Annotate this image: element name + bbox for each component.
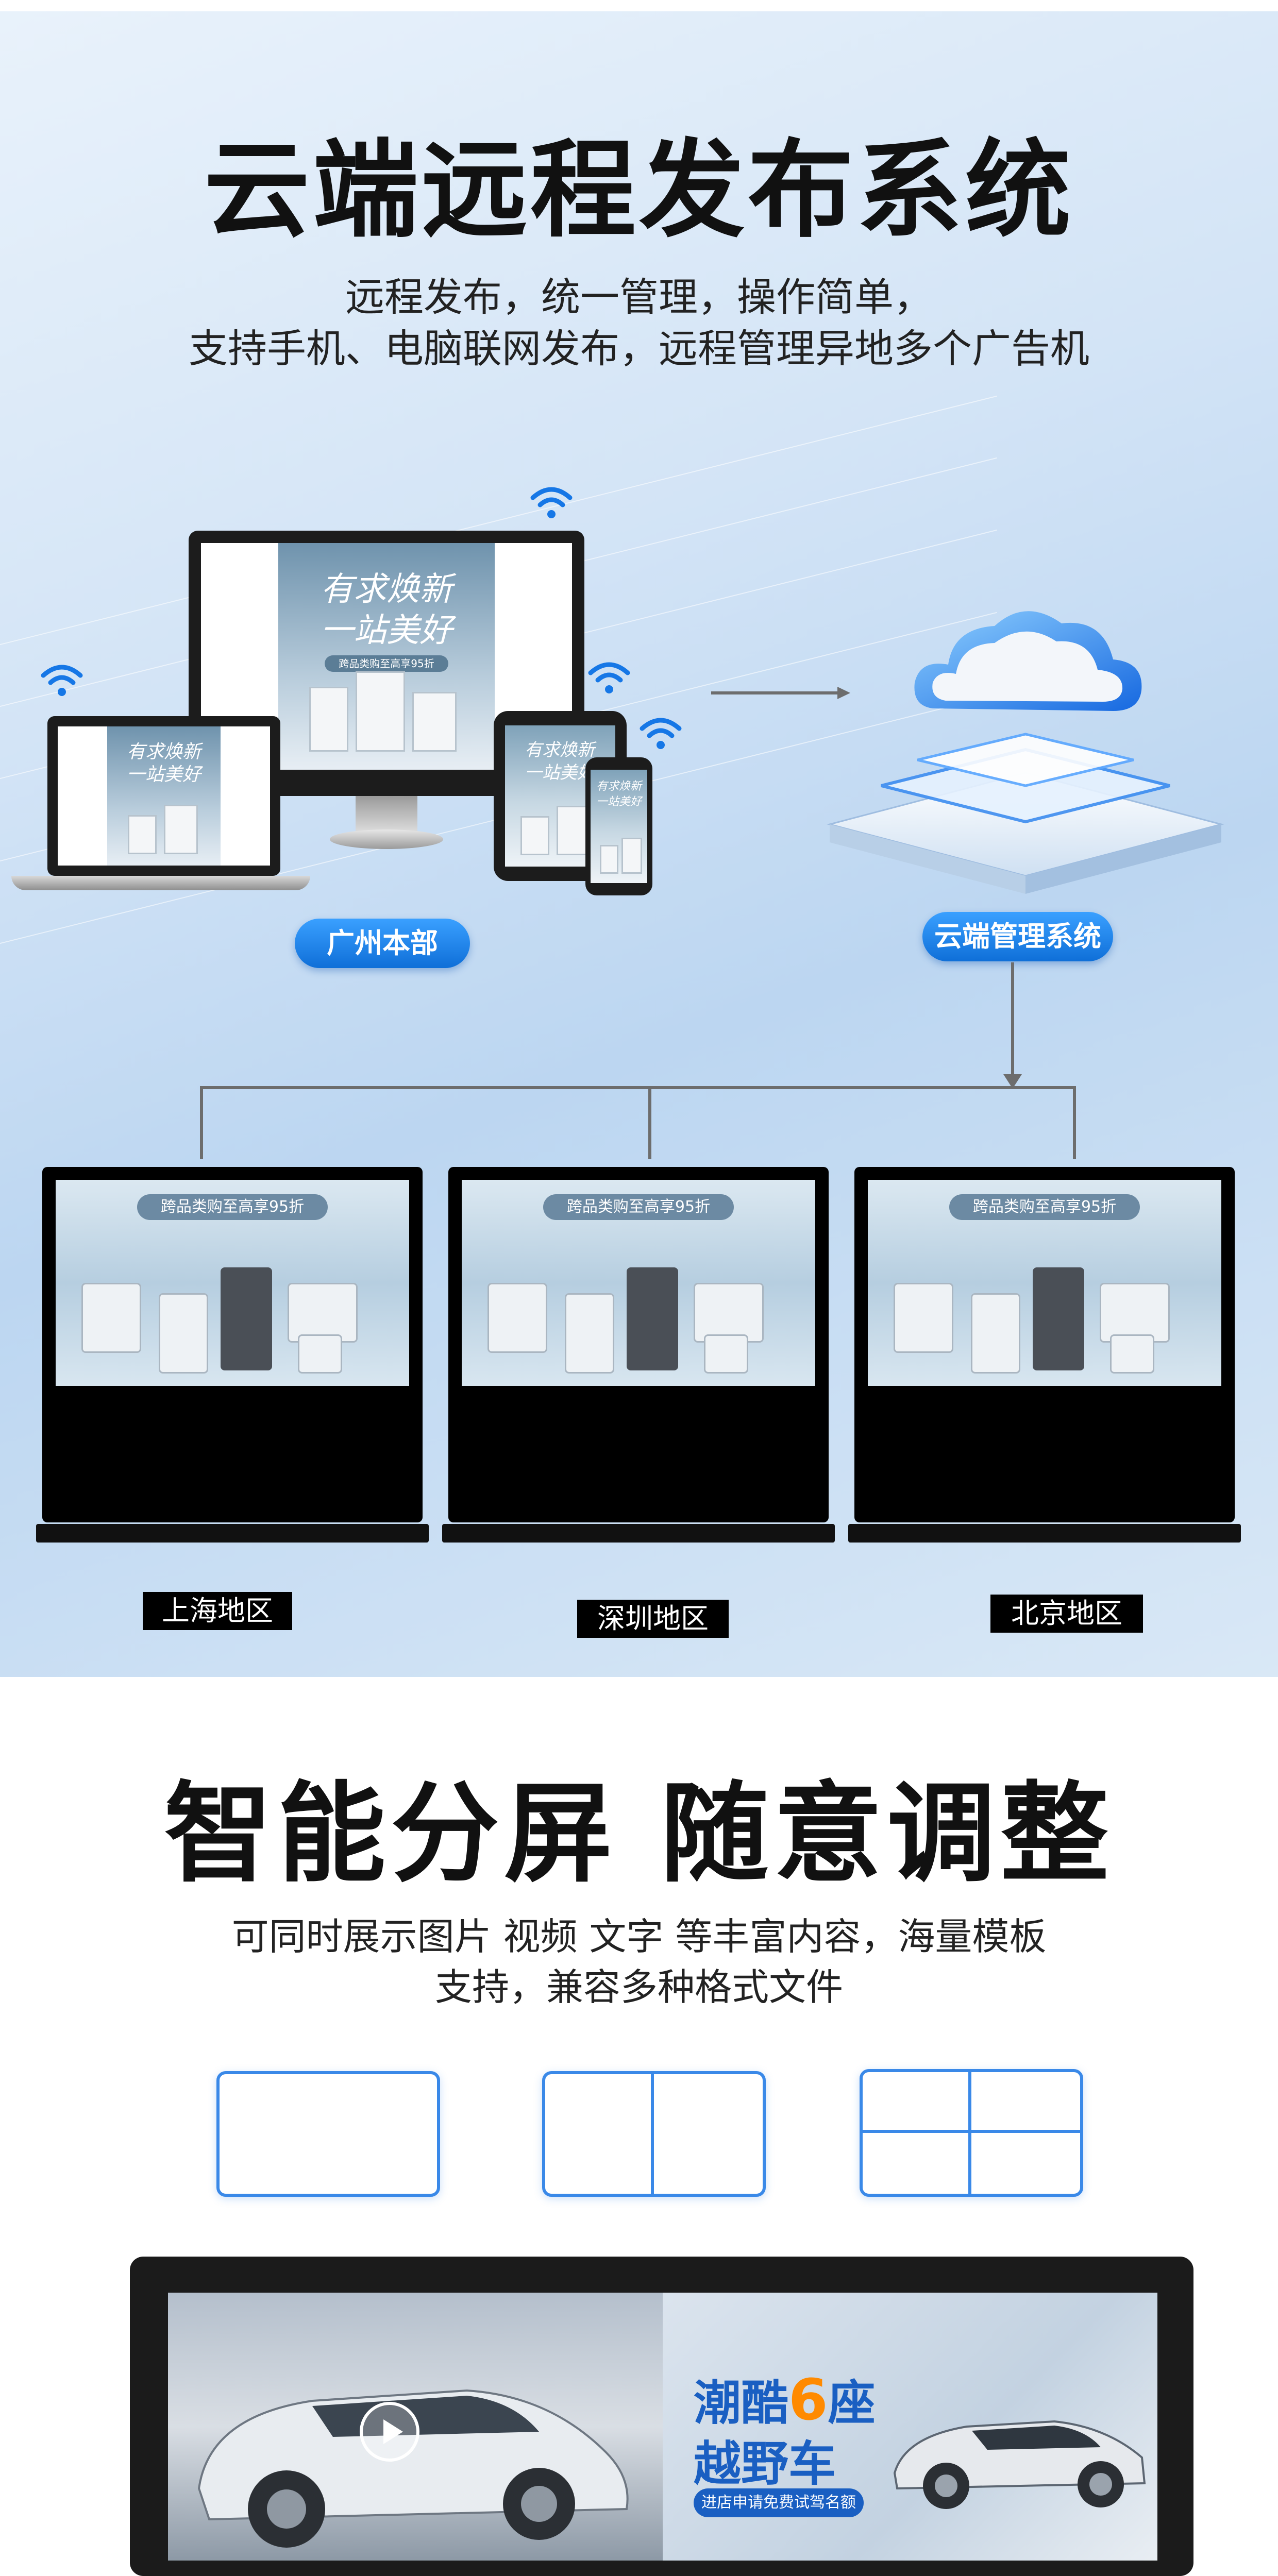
appliance-image [128,815,157,855]
top-divider [0,0,1278,11]
promo-headline-2: 越野车 [694,2436,836,2492]
region-label: 上海地区 [143,1592,292,1630]
ad-headline-2: 一站美好 [126,764,201,785]
ad-headline-2: 一站美好 [596,795,642,808]
connector-line [1011,962,1014,1081]
appliance-image [1100,1283,1170,1343]
connector-line [648,1086,651,1159]
wifi-icon [41,665,83,696]
laptop: 有求焕新 一站美好 [47,716,280,876]
kiosk-base [848,1524,1241,1543]
laptop-base [11,876,310,890]
region-label: 北京地区 [990,1595,1143,1633]
monitor-neck [356,796,417,832]
arrow-right-icon [711,687,850,699]
layout-four-grid-icon [860,2069,1083,2197]
kiosk-screen: 跨品类购至高享95折 [868,1180,1221,1386]
sedan-image [893,2420,1146,2509]
kiosk-screen: 跨品类购至高享95折 [462,1180,815,1386]
appliance-image [412,691,457,752]
video-pane [168,2293,663,2561]
kiosk-base [36,1524,429,1543]
promo-text: 潮酷 [694,2376,789,2431]
suv-image [197,2389,629,2548]
promo-headline-1: 潮酷6座 [694,2365,876,2433]
layout-divider [651,2074,654,2194]
appliance-image [694,1283,764,1343]
ad-headline-2: 一站美好 [321,612,452,650]
kiosk-banner: 跨品类购至高享95折 [949,1194,1140,1220]
promo-pane: 潮酷6座 越野车 进店申请免费试驾名额 [663,2293,1157,2561]
arrow-down-icon [1003,1074,1022,1089]
ad-headline-1: 有求焕新 [525,740,595,760]
appliance-image [164,805,198,855]
subtitle-line-1: 可同时展示图片 视频 文字 等丰富内容，海量模板 [231,1915,1047,1958]
appliance-image [309,686,348,752]
fridge-image [627,1267,678,1370]
wifi-icon [588,662,630,693]
appliance-image [971,1293,1020,1374]
appliance-image [894,1283,953,1353]
cloud-server-icon [827,611,1224,894]
appliance-image [565,1293,614,1374]
appliance-image [621,838,642,874]
desktop-ad-image: 有求焕新 一站美好 跨品类购至高享95折 [278,543,495,770]
appliance-image [487,1283,547,1353]
subtitle-line-2: 支持手机、电脑联网发布，远程管理异地多个广告机 [189,326,1089,371]
appliance-image [520,816,549,856]
subtitle-line-2: 支持，兼容多种格式文件 [434,1965,843,2009]
appliance-image [704,1334,748,1374]
appliance-image [1110,1334,1154,1374]
appliance-image [159,1293,208,1374]
promo-text: 座 [828,2376,876,2431]
kiosk-banner: 跨品类购至高享95折 [137,1194,328,1220]
appliance-image [298,1334,342,1374]
subtitle-line-1: 远程发布，统一管理，操作简单， [345,274,933,320]
connector-line [200,1086,1076,1089]
play-icon[interactable] [359,2401,421,2463]
kiosk-banner: 跨品类购至高享95折 [543,1194,734,1220]
ad-headline-1: 有求焕新 [596,780,642,793]
appliance-image [356,671,405,752]
wifi-icon [530,487,573,518]
ad-headline-2: 一站美好 [525,762,595,783]
appliance-image [600,845,618,874]
promo-number: 6 [788,2367,828,2433]
monitor-stand [330,829,443,849]
layout-two-column-icon [542,2071,766,2197]
desktop-screen: 有求焕新 一站美好 跨品类购至高享95折 [201,543,572,770]
kiosk-base [442,1524,835,1543]
connector-line [1073,1086,1076,1159]
fridge-image [1033,1267,1084,1370]
appliance-image [557,806,588,856]
layout-divider [863,2130,1080,2133]
kiosk-screen: 跨品类购至高享95折 [56,1180,409,1386]
ad-headline-1: 有求焕新 [126,741,201,762]
ad-headline-1: 有求焕新 [321,570,452,608]
page-title: 云端远程发布系统 [204,129,1074,252]
phone-screen: 有求焕新 一站美好 [591,770,647,883]
layout-single-icon [216,2071,440,2197]
fridge-image [221,1267,272,1370]
wifi-icon [640,718,682,749]
smartphone: 有求焕新 一站美好 [585,757,652,895]
cloud-publish-section: 云端远程发布系统 远程发布，统一管理，操作简单， 支持手机、电脑联网发布，远程管… [0,0,1278,1677]
appliance-image [288,1283,358,1343]
ad-banner: 跨品类购至高享95折 [325,655,448,672]
desktop-monitor: 有求焕新 一站美好 跨品类购至高享95折 [189,531,584,796]
section-title: 智能分屏 随意调整 [164,1771,1114,1897]
source-label: 广州本部 [295,919,470,968]
connector-line [200,1086,203,1159]
promo-tag: 进店申请免费试驾名额 [694,2488,864,2517]
laptop-screen: 有求焕新 一站美好 [58,726,270,866]
appliance-image [81,1283,141,1353]
region-label: 深圳地区 [577,1600,729,1638]
layout-divider [968,2072,971,2194]
laptop-ad-image: 有求焕新 一站美好 [107,726,221,866]
cloud-label: 云端管理系统 [922,912,1113,961]
split-screen-display: 潮酷6座 越野车 进店申请免费试驾名额 [130,2257,1193,2576]
